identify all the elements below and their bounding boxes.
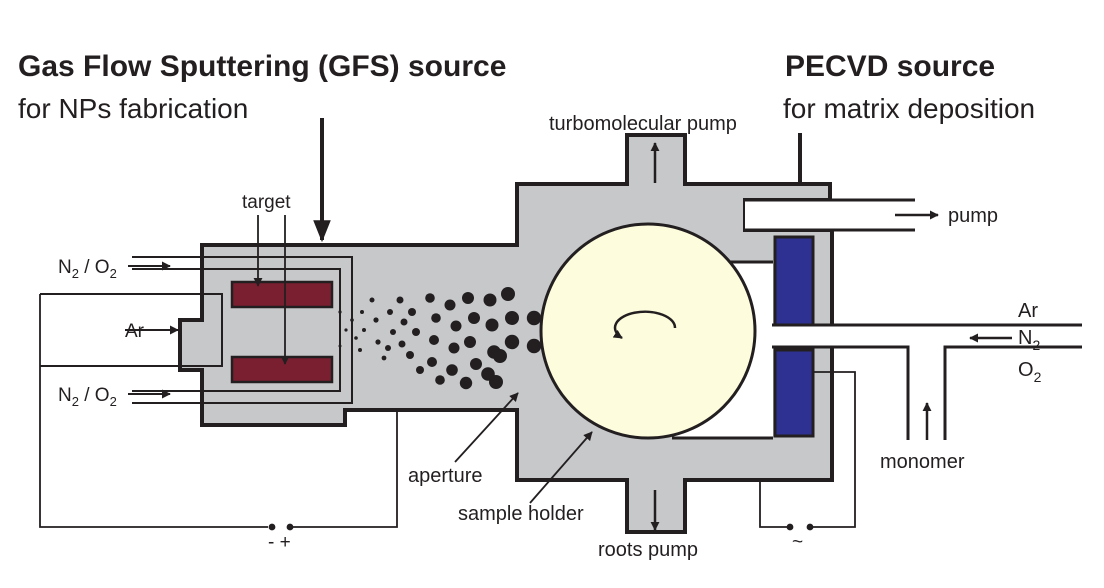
gfs-subtitle: for NPs fabrication: [18, 93, 248, 124]
turbo-pump-label: turbomolecular pump: [549, 113, 737, 135]
sample-holder-label: sample holder: [458, 503, 584, 525]
nanoparticle: [431, 313, 441, 323]
nanoparticle: [362, 328, 366, 332]
nanoparticle: [450, 320, 462, 332]
nanoparticle: [489, 375, 503, 389]
pump-label: pump: [948, 205, 998, 227]
gfs-source-housing: [40, 256, 353, 404]
nanoparticle: [358, 348, 362, 352]
nanoparticle: [373, 317, 379, 323]
nanoparticle: [412, 328, 420, 336]
nanoparticle: [354, 336, 358, 340]
nanoparticle: [381, 355, 387, 361]
ar-right-label: Ar: [1018, 300, 1038, 322]
target-bottom: [230, 355, 334, 384]
pecvd-pump-duct: [745, 200, 915, 230]
nanoparticle: [462, 292, 474, 304]
dc-polarity-label: - +: [268, 532, 291, 553]
nanoparticle: [344, 328, 348, 332]
nanoparticle: [468, 312, 480, 324]
n2o2-top-label: N2 / O2: [58, 257, 117, 281]
nanoparticle: [501, 287, 515, 301]
target-top: [230, 280, 334, 309]
nanoparticle: [459, 376, 473, 390]
nanoparticle: [526, 310, 542, 326]
nanoparticle: [369, 297, 375, 303]
nanoparticle: [493, 349, 507, 363]
nanoparticle: [385, 345, 391, 351]
nanoparticle: [390, 329, 396, 335]
nanoparticle: [375, 339, 381, 345]
nanoparticle: [350, 318, 354, 322]
ac-symbol-label: ~: [792, 532, 803, 553]
nanoparticle: [485, 318, 499, 332]
nanoparticle-cloud: [338, 287, 542, 390]
gfs-title: Gas Flow Sputtering (GFS) source: [18, 50, 506, 83]
pecvd-electrode-top: [773, 235, 815, 329]
nanoparticle: [526, 338, 542, 354]
pecvd-title: PECVD source: [785, 50, 995, 83]
nanoparticle: [396, 296, 404, 304]
nanoparticle: [427, 357, 437, 367]
nanoparticle: [387, 309, 393, 315]
pecvd-gas-inlet: [772, 325, 1082, 347]
sample-holder-pointer: [529, 431, 593, 504]
monomer-label: monomer: [880, 451, 965, 473]
target-label: target: [242, 192, 291, 213]
ac-power-circuit: [759, 371, 856, 531]
nanoparticle: [400, 318, 408, 326]
nanoparticle: [435, 375, 445, 385]
nanoparticle: [429, 335, 439, 345]
pecvd-subtitle: for matrix deposition: [783, 93, 1035, 124]
dc-power-circuit: [39, 294, 398, 531]
nanoparticle: [470, 358, 482, 370]
nanoparticle: [425, 293, 435, 303]
nanoparticle: [338, 344, 342, 348]
nanoparticle: [338, 310, 342, 314]
nanoparticle: [416, 366, 424, 374]
nanoparticle: [406, 351, 414, 359]
n2o2-bottom-label: N2 / O2: [58, 385, 117, 409]
roots-pump-label: roots pump: [598, 539, 698, 561]
nanoparticle: [448, 342, 460, 354]
nanoparticle: [398, 340, 406, 348]
nanoparticle: [408, 308, 416, 316]
nanoparticle: [504, 334, 520, 350]
aperture-pointer: [454, 392, 519, 463]
rotation-arrow-icon: [612, 310, 677, 340]
nanoparticle: [446, 364, 458, 376]
nanoparticle: [464, 336, 476, 348]
ar-left-label: Ar: [125, 321, 145, 342]
nanoparticle: [483, 293, 497, 307]
pecvd-electrode-bottom: [773, 348, 815, 438]
sample-holder: [539, 222, 757, 440]
o2-right-label: O2: [1018, 359, 1042, 385]
nanoparticle: [444, 299, 456, 311]
n2-right-label: N2: [1018, 327, 1040, 353]
nanoparticle: [505, 311, 519, 325]
nanoparticle: [360, 310, 364, 314]
aperture-label: aperture: [408, 465, 483, 487]
